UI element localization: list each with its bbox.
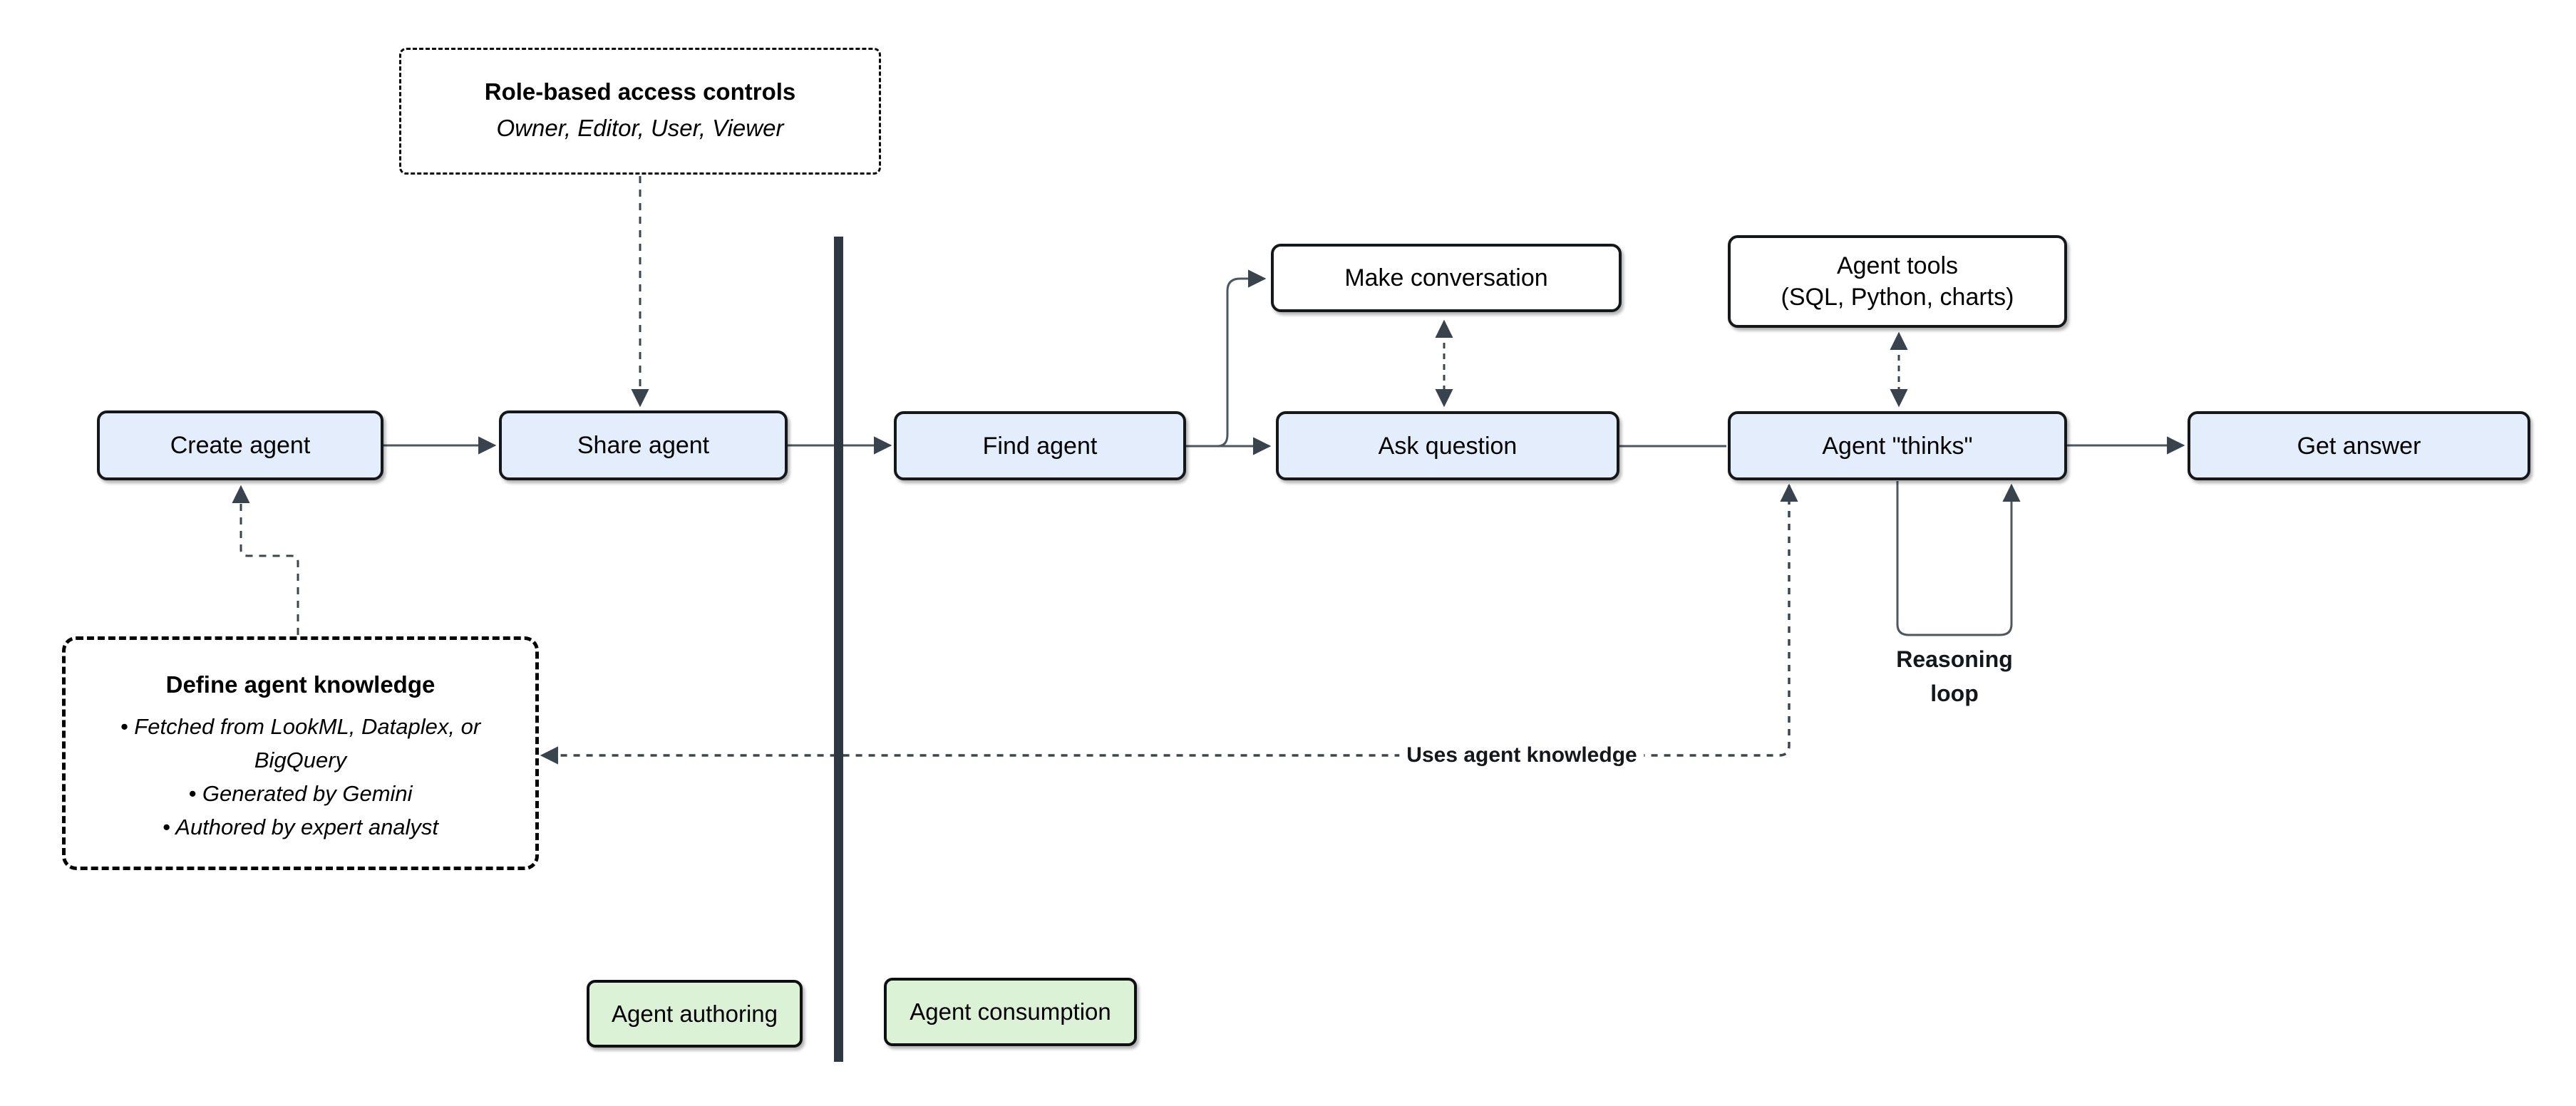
zone-agent-authoring-label: Agent authoring [611, 1000, 778, 1027]
zone-agent-consumption-label: Agent consumption [910, 998, 1111, 1025]
connector-find-to-make-conversation [1217, 269, 1267, 448]
node-ask-question-label: Ask question [1378, 432, 1518, 460]
node-find-agent: Find agent [894, 411, 1186, 480]
node-share-agent-label: Share agent [577, 432, 710, 459]
connector-knowledge-to-create [232, 485, 299, 635]
knowledge-bullet-list: • Fetched from LookML, Dataplex, or BigQ… [119, 710, 482, 844]
node-create-agent: Create agent [97, 410, 383, 480]
rbac-note-roles: Owner, Editor, User, Viewer [496, 114, 784, 141]
node-share-agent: Share agent [499, 410, 788, 480]
node-agent-tools-label-line2: (SQL, Python, charts) [1781, 284, 2014, 311]
node-agent-thinks: Agent "thinks" [1728, 411, 2067, 480]
note-role-based-access-controls: Role-based access controls Owner, Editor… [399, 48, 881, 175]
reasoning-loop-label: Reasoning loop [1848, 642, 2061, 710]
node-agent-tools-label-line1: Agent tools [1836, 252, 1959, 279]
knowledge-bullet-fetched: • Fetched from LookML, Dataplex, or BigQ… [120, 714, 481, 772]
knowledge-bullet-generated: • Generated by Gemini [188, 781, 413, 806]
zone-badge-agent-authoring: Agent authoring [587, 980, 803, 1048]
rbac-note-title: Role-based access controls [484, 78, 796, 105]
reasoning-loop-label-line1: Reasoning [1896, 646, 2013, 672]
authoring-consumption-divider [834, 237, 843, 1062]
connector-reasoning-loop [1896, 481, 2021, 636]
note-define-agent-knowledge: Define agent knowledge • Fetched from Lo… [62, 636, 539, 870]
connector-uses-agent-knowledge [540, 483, 1798, 765]
node-agent-thinks-label: Agent "thinks" [1822, 432, 1973, 460]
node-find-agent-label: Find agent [982, 432, 1098, 460]
knowledge-bullet-authored: • Authored by expert analyst [162, 815, 439, 839]
knowledge-note-title: Define agent knowledge [165, 671, 436, 698]
uses-agent-knowledge-label: Uses agent knowledge [1399, 740, 1644, 771]
node-make-conversation-label: Make conversation [1344, 264, 1548, 291]
node-create-agent-label: Create agent [170, 432, 311, 459]
node-agent-tools: Agent tools (SQL, Python, charts) [1728, 235, 2067, 328]
reasoning-loop-label-line2: loop [1930, 681, 1979, 706]
node-get-answer: Get answer [2188, 411, 2530, 480]
node-ask-question: Ask question [1276, 411, 1619, 480]
node-get-answer-label: Get answer [2297, 432, 2421, 460]
zone-badge-agent-consumption: Agent consumption [884, 978, 1137, 1046]
node-make-conversation: Make conversation [1271, 244, 1622, 312]
